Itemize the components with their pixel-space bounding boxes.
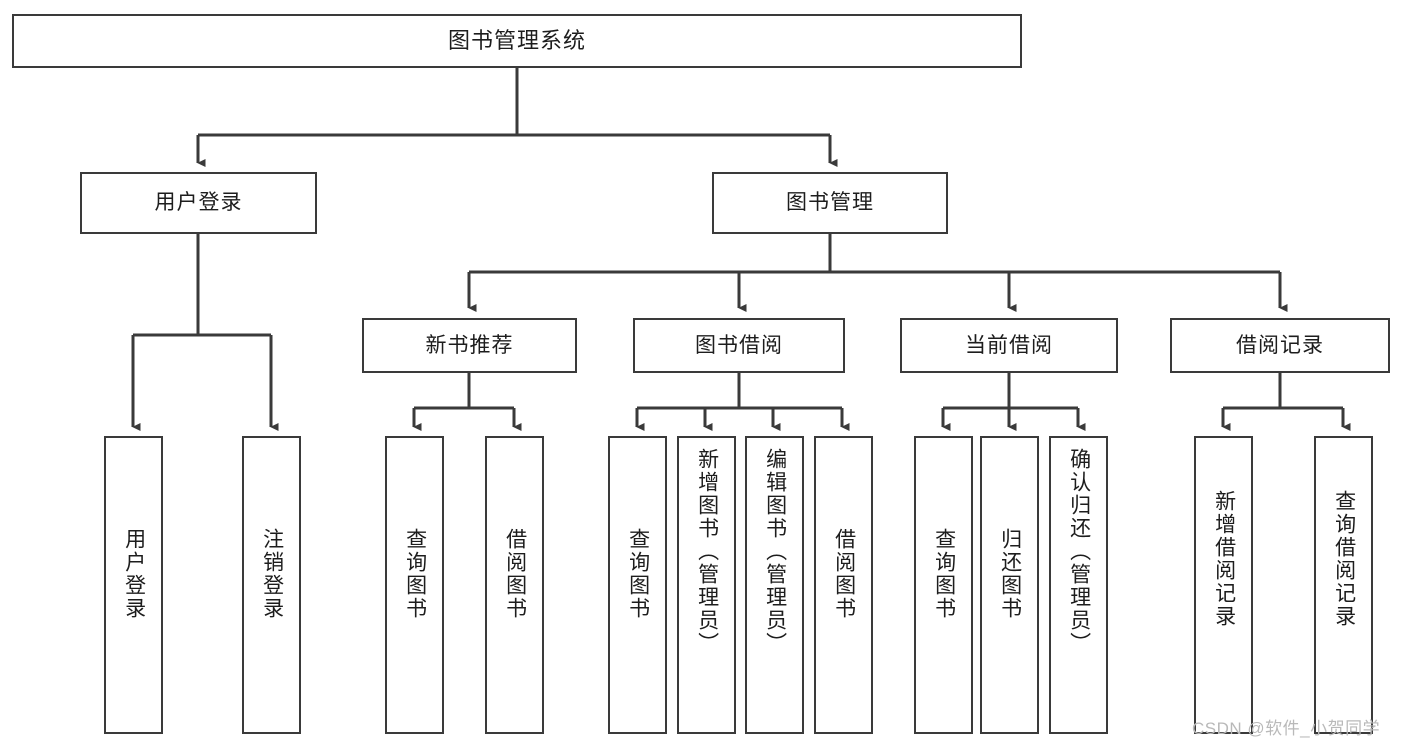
leaf-borrow-add-book-admin-label: 新增图书（管理员）	[695, 448, 719, 655]
leaf-user-login-logout-label: 注销登录	[260, 528, 284, 620]
leaf-borrow-edit-book-admin-label: 编辑图书（管理员）	[763, 448, 787, 655]
leaf-borrow-borrow-book-label: 借阅图书	[832, 528, 856, 620]
leaf-current-query-book-label: 查询图书	[932, 528, 956, 620]
leaf-borrow-query-book-label: 查询图书	[626, 528, 650, 620]
leaf-current-return-book[interactable]: 归还图书	[980, 436, 1039, 734]
leaf-record-add-record-label: 新增借阅记录	[1212, 490, 1236, 628]
node-book-management-label: 图书管理	[786, 191, 874, 215]
node-user-login-label: 用户登录	[154, 191, 243, 215]
node-new-book-recommend[interactable]: 新书推荐	[362, 318, 577, 373]
node-root-system[interactable]: 图书管理系统	[12, 14, 1022, 68]
leaf-recommend-query-book-label: 查询图书	[403, 528, 427, 620]
node-book-borrow[interactable]: 图书借阅	[633, 318, 845, 373]
leaf-current-confirm-return-admin[interactable]: 确认归还（管理员）	[1049, 436, 1108, 734]
leaf-borrow-add-book-admin[interactable]: 新增图书（管理员）	[677, 436, 736, 734]
node-book-borrow-label: 图书借阅	[695, 333, 783, 357]
node-new-book-recommend-label: 新书推荐	[425, 333, 514, 357]
node-borrow-record[interactable]: 借阅记录	[1170, 318, 1390, 373]
leaf-record-add-record[interactable]: 新增借阅记录	[1194, 436, 1253, 734]
leaf-recommend-borrow-book[interactable]: 借阅图书	[485, 436, 544, 734]
node-current-borrow-label: 当前借阅	[965, 333, 1053, 357]
leaf-record-query-record[interactable]: 查询借阅记录	[1314, 436, 1373, 734]
leaf-user-login-login-label: 用户登录	[122, 528, 146, 620]
leaf-current-query-book[interactable]: 查询图书	[914, 436, 973, 734]
leaf-record-query-record-label: 查询借阅记录	[1332, 490, 1356, 628]
leaf-current-return-book-label: 归还图书	[998, 528, 1022, 620]
node-user-login[interactable]: 用户登录	[80, 172, 317, 234]
leaf-borrow-edit-book-admin[interactable]: 编辑图书（管理员）	[745, 436, 804, 734]
leaf-user-login-logout[interactable]: 注销登录	[242, 436, 301, 734]
node-root-system-label: 图书管理系统	[447, 27, 586, 53]
leaf-current-confirm-return-admin-label: 确认归还（管理员）	[1067, 448, 1091, 655]
leaf-user-login-login[interactable]: 用户登录	[104, 436, 163, 734]
node-book-management[interactable]: 图书管理	[712, 172, 948, 234]
leaf-recommend-query-book[interactable]: 查询图书	[385, 436, 444, 734]
leaf-borrow-query-book[interactable]: 查询图书	[608, 436, 667, 734]
node-current-borrow[interactable]: 当前借阅	[900, 318, 1118, 373]
node-borrow-record-label: 借阅记录	[1236, 333, 1324, 357]
csdn-watermark: CSDN @软件_小贺同学	[1192, 719, 1381, 738]
leaf-recommend-borrow-book-label: 借阅图书	[503, 528, 527, 620]
leaf-borrow-borrow-book[interactable]: 借阅图书	[814, 436, 873, 734]
